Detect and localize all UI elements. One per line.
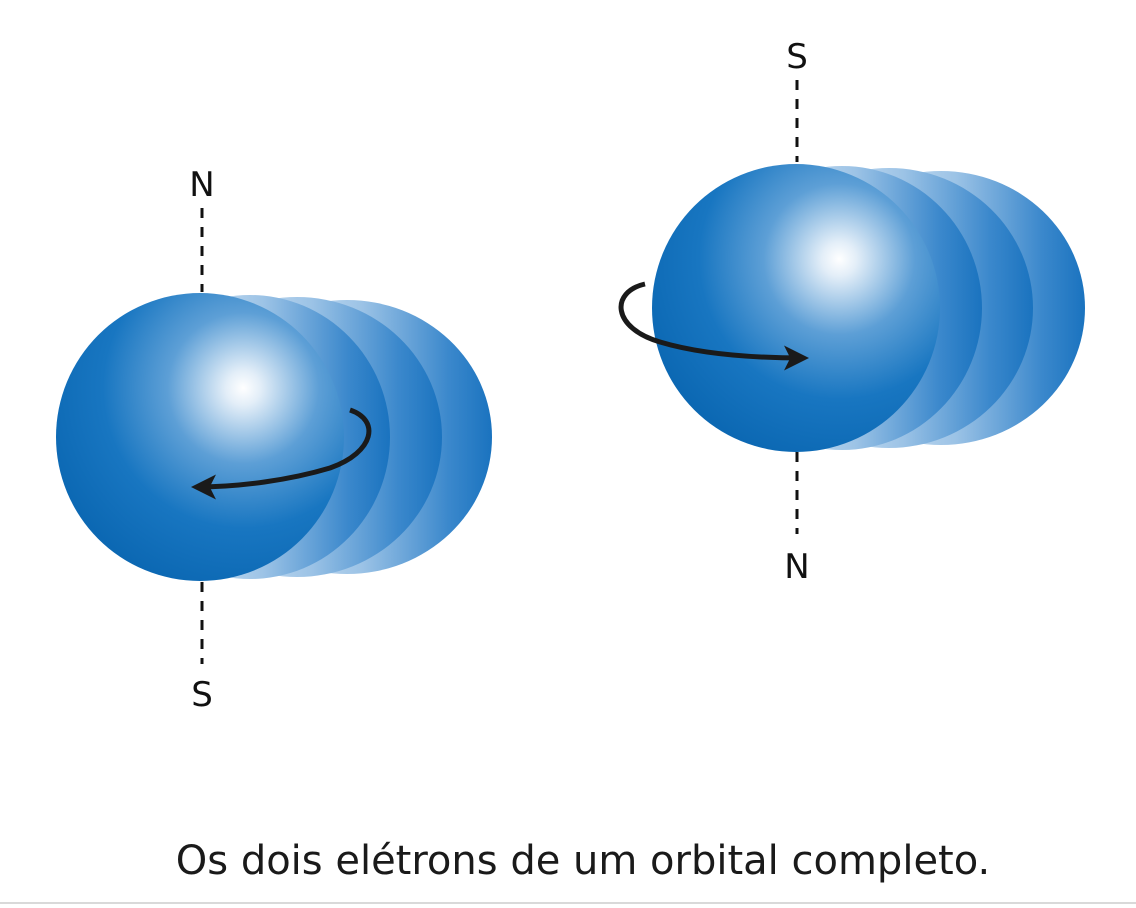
electron-sphere-left [56, 293, 344, 581]
pole-label-left-top: N [189, 165, 214, 205]
electron-sphere-right [652, 164, 940, 452]
counterclockwise-arrow [191, 407, 372, 500]
figure-caption: Os dois elétrons de um orbital completo. [175, 838, 991, 884]
pole-label-right-bottom: N [784, 547, 809, 587]
electron-left: N S [56, 165, 492, 715]
clockwise-arrow [618, 281, 809, 371]
electron-right: S N [618, 37, 1085, 587]
pole-label-left-bottom: S [191, 675, 213, 715]
pole-label-right-top: S [786, 37, 808, 77]
divider [0, 902, 1136, 904]
